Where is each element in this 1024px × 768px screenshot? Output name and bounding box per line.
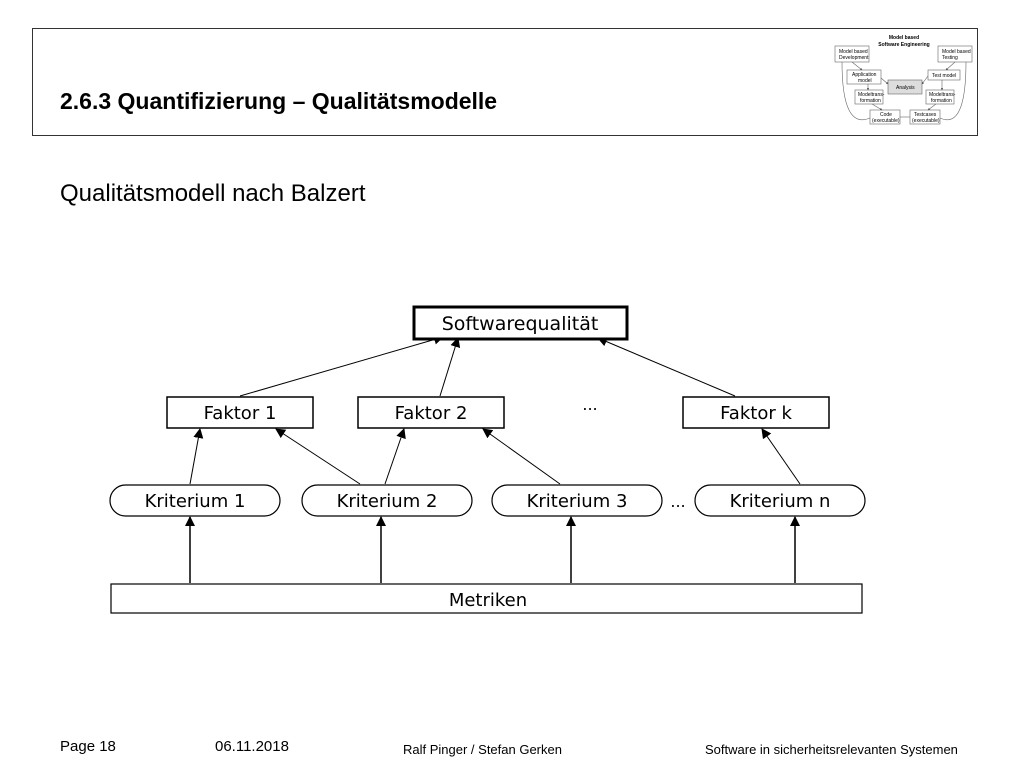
thumb-mtr-box <box>925 89 955 105</box>
arrow-f1-top <box>239 334 444 397</box>
thumb-analysis-box <box>887 79 923 95</box>
base-label: Metriken <box>449 590 527 611</box>
thumb-app-box <box>846 69 882 85</box>
thumb-code-1: Code <box>880 112 892 118</box>
criteria-ellipsis: ... <box>670 492 685 511</box>
thumb-tc-2: (executable) <box>912 118 940 124</box>
thumb-tc-1: Testcases <box>914 112 937 118</box>
subtitle: Qualitätsmodell nach Balzert <box>60 180 366 207</box>
factor-ellipsis: ... <box>582 395 597 414</box>
arrow-k2-f2 <box>384 428 406 485</box>
criterion-box-n <box>694 484 866 517</box>
factor-label-1: Faktor 1 <box>204 403 277 424</box>
factor-box-1 <box>166 396 314 429</box>
arrow-f2-top <box>439 337 461 397</box>
factor-label-k: Faktor k <box>720 403 792 424</box>
arrow-kn-fk <box>761 428 801 485</box>
footer-course: Software in sicherheitsrelevanten System… <box>705 742 958 757</box>
arrow-k3-f2 <box>482 428 561 485</box>
thumb-title-2: Software Engineering <box>878 42 929 48</box>
slide-title: 2.6.3 Quantifizierung – Qualitätsmodelle <box>60 88 498 114</box>
thumb-test-2: Testing <box>942 55 958 61</box>
factor-box-k <box>682 396 830 429</box>
criterion-box-2 <box>301 484 473 517</box>
thumb-mtr-1: Modeltrans- <box>929 92 956 98</box>
arrow-k2-f1 <box>275 428 361 485</box>
thumb-dev-1: Model based <box>839 49 868 55</box>
criterion-label-3: Kriterium 3 <box>527 491 628 512</box>
factor-label-2: Faktor 2 <box>395 403 468 424</box>
thumb-test-1: Model based <box>942 49 971 55</box>
thumb-mtr-2: formation <box>931 98 952 104</box>
top-box <box>412 305 629 341</box>
factor-box-2 <box>357 396 505 429</box>
thumb-app-2: model <box>858 78 872 84</box>
footer-date: 06.11.2018 <box>215 738 289 755</box>
criterion-box-1 <box>109 484 281 517</box>
thumb-analysis: Analysis <box>896 85 915 91</box>
base-box <box>110 583 863 614</box>
arrow-fk-top <box>597 336 736 397</box>
criterion-box-3 <box>491 484 663 517</box>
footer-page: Page 18 <box>60 738 116 755</box>
top-label: Softwarequalität <box>442 313 599 335</box>
thumb-app-1: Application <box>852 72 877 78</box>
criterion-label-2: Kriterium 2 <box>337 491 438 512</box>
footer-authors: Ralf Pinger / Stefan Gerken <box>403 742 562 757</box>
arrow-k1-f1 <box>189 428 204 485</box>
criterion-label-1: Kriterium 1 <box>145 491 246 512</box>
thumb-testmodel: Test model <box>932 73 956 79</box>
header-box <box>32 28 978 136</box>
thumb-dev-2: Development <box>839 55 869 61</box>
thumb-testmodel-box <box>927 69 961 81</box>
thumb-mtl-1: Modeltrans- <box>858 92 885 98</box>
thumb-code-2: (executable) <box>872 118 900 124</box>
thumb-mtl-2: formation <box>860 98 881 104</box>
criterion-label-n: Kriterium n <box>730 491 831 512</box>
thumb-title-1: Model based <box>889 35 919 41</box>
